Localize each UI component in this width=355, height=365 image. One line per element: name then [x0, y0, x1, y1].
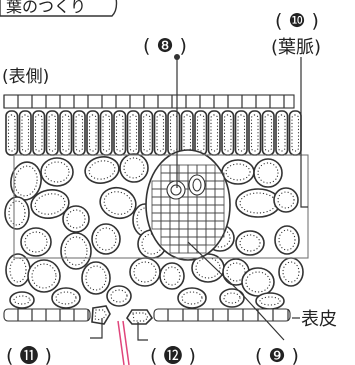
vein-bracket: [13, 57, 309, 259]
blank-11: ( ⓫ ): [6, 345, 52, 365]
title-tab: 葉のつくり: [0, 0, 118, 17]
upper-side-label: (表側): [2, 67, 49, 87]
blank-8: ( ❽ ): [143, 35, 187, 57]
spongy-layer: [4, 153, 304, 310]
leader-lines: [90, 54, 300, 341]
blank-9: ( ❾ ): [255, 345, 299, 365]
vein-label: (葉脈): [271, 37, 321, 58]
upper-epidermis: [3, 94, 295, 109]
lower-epidermis: [3, 308, 291, 322]
guard-cells: [91, 305, 154, 325]
blank-12: ( ⓬ ): [150, 345, 196, 365]
blank-10: ( ❿ ): [275, 10, 319, 32]
title: 葉のつくり: [6, 0, 86, 16]
palisade-layer: [5, 110, 302, 156]
epidermis-label: 表皮: [301, 309, 337, 330]
stoma-pointer: [117, 320, 130, 365]
vascular-bundle: [145, 149, 231, 261]
